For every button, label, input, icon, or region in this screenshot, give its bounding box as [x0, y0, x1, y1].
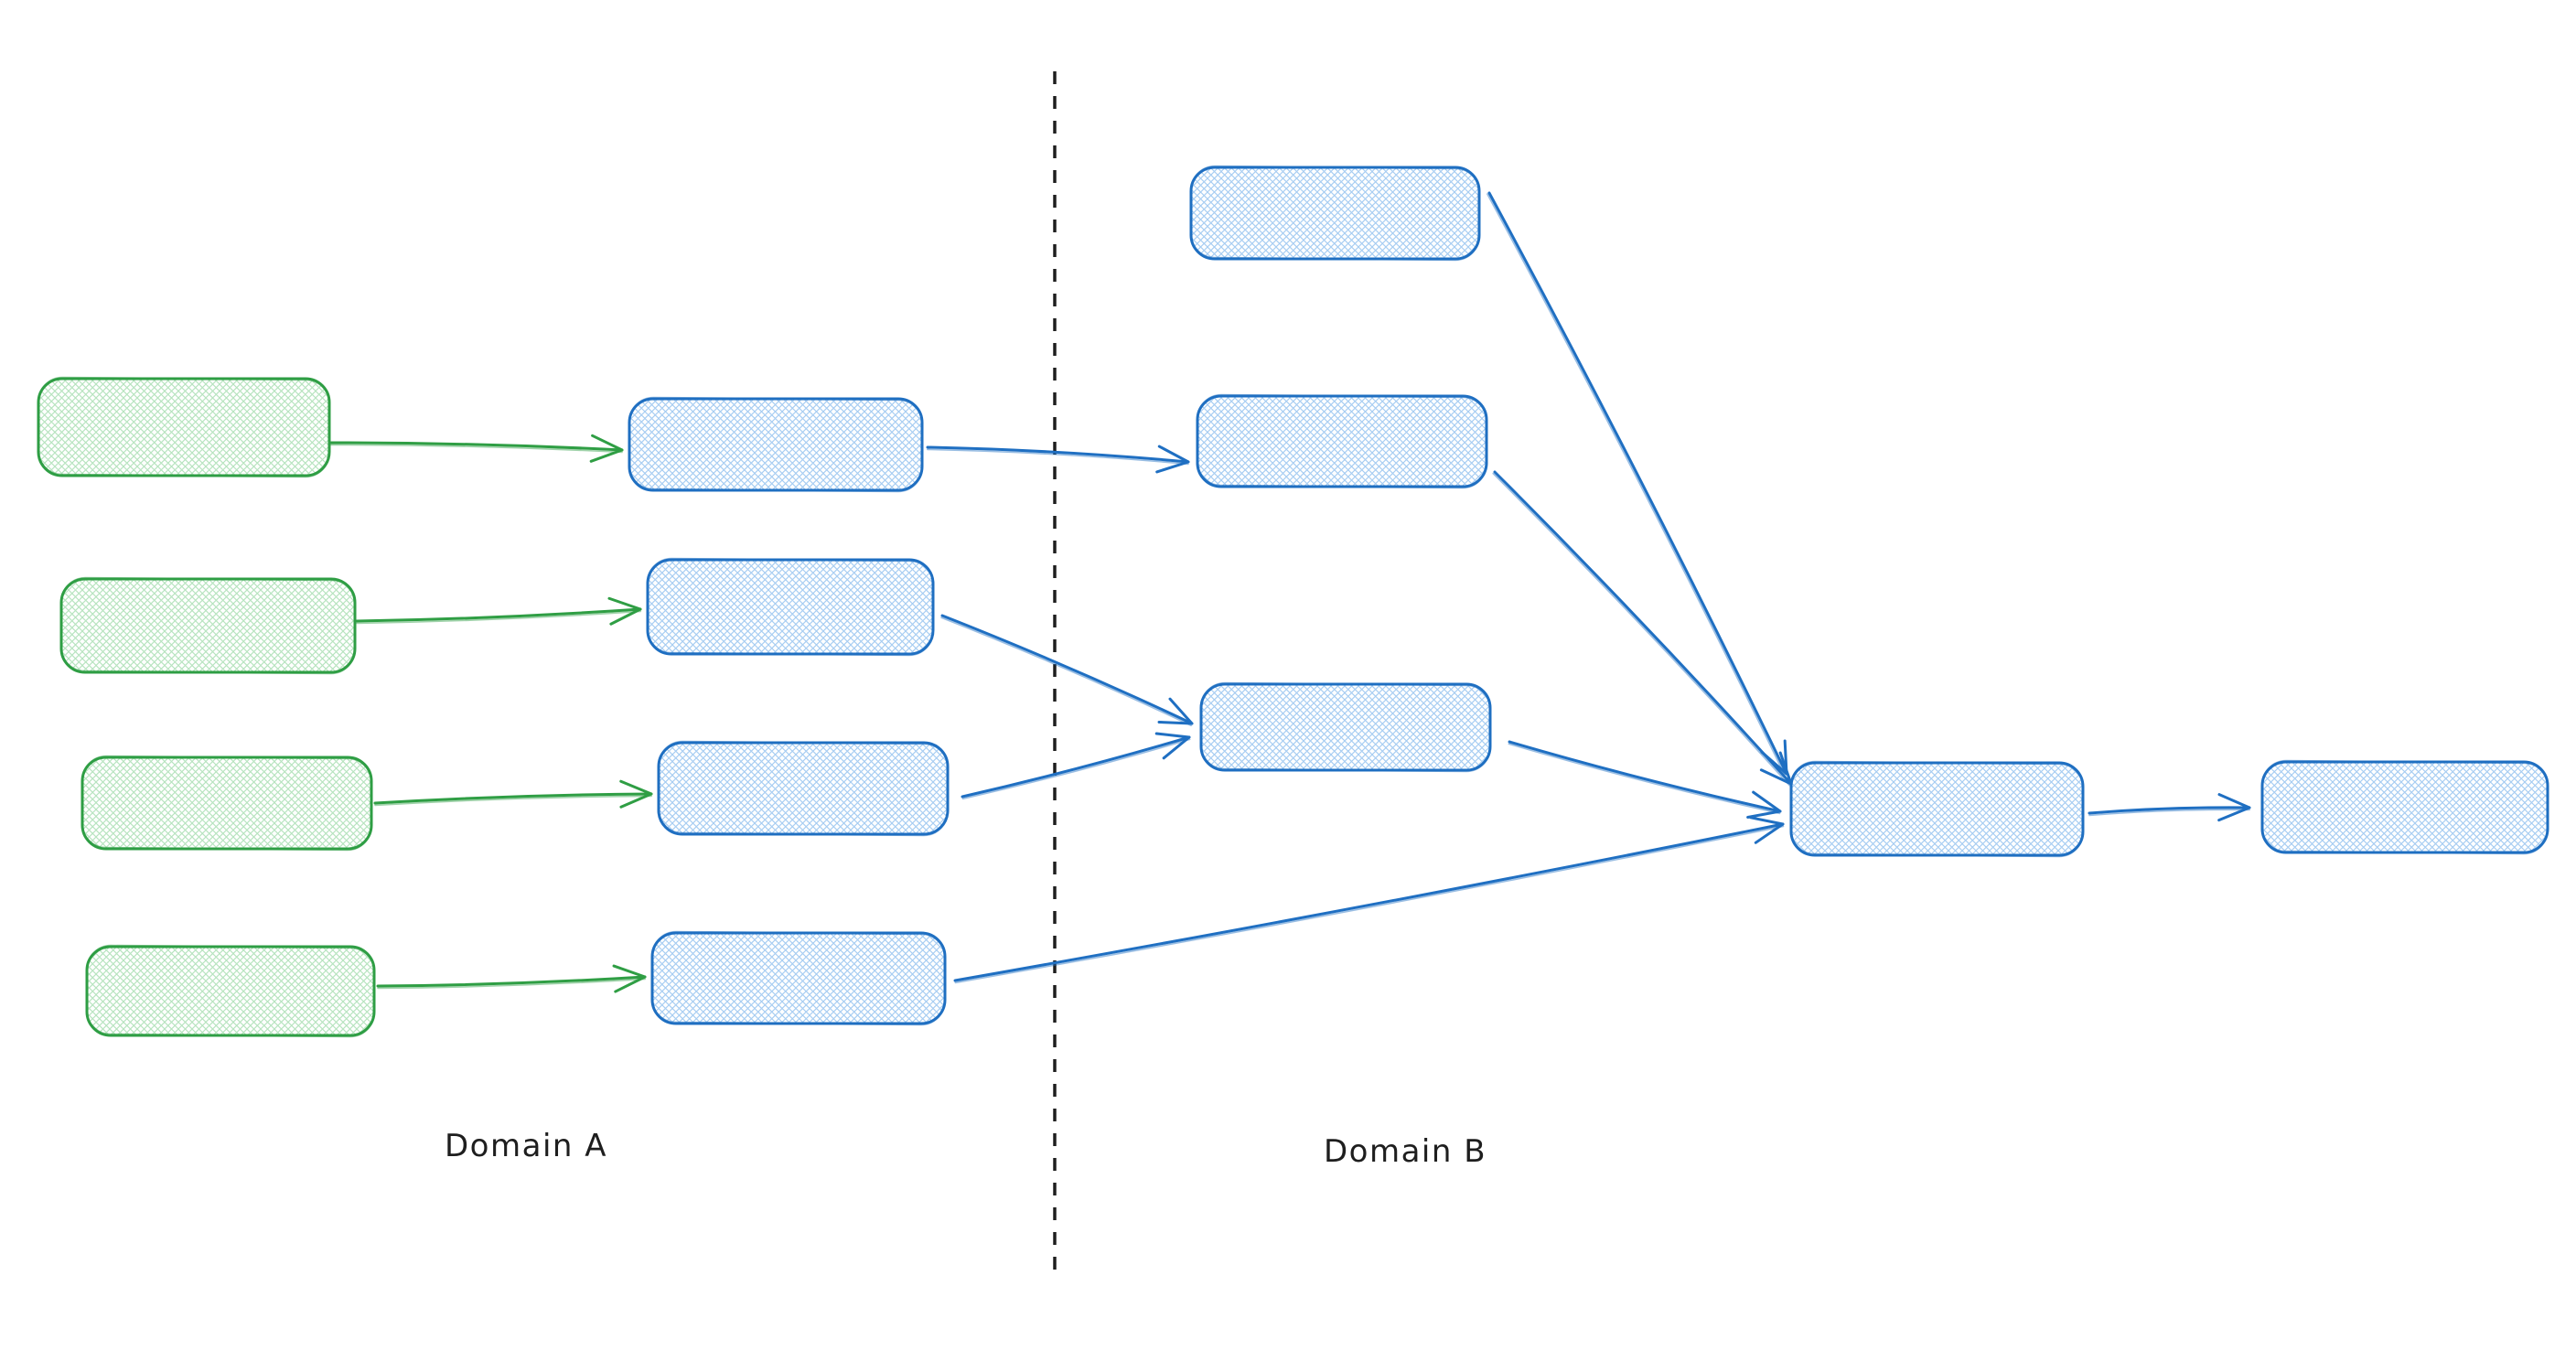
domain-a-source-4-node — [85, 944, 376, 1038]
edge-stage1-nodeB2-line — [926, 445, 1190, 464]
domain-a-source-1-node — [37, 376, 331, 478]
edge-source2-stage2-arrowhead — [607, 596, 642, 626]
edge-stage1-nodeB2-sketch-line — [927, 448, 1189, 466]
domain-a-source-4-node-shape — [85, 945, 376, 1037]
edge-stage3-nodeB3 — [961, 732, 1191, 800]
domain-a-stage-4-node-shape — [650, 931, 947, 1025]
edge-source1-stage1-arrowhead — [589, 434, 624, 463]
edge-stage2-nodeB3-sketch-line — [940, 616, 1192, 727]
edge-stage4-aggregator-arrowhead — [1749, 816, 1785, 844]
edge-stage4-aggregator-sketch-line — [954, 825, 1785, 984]
domain-b-node-1-node-sketch-stroke — [1189, 165, 1481, 262]
domain-b-aggregator-node-sketch-stroke — [1789, 760, 2085, 858]
domain-a-source-3-node-sketch-stroke — [80, 755, 373, 852]
edge-source3-stage3-arrowhead — [619, 779, 653, 809]
edge-source2-stage2 — [355, 596, 642, 626]
domain-a-source-4-node-sketch-stroke — [85, 944, 376, 1038]
domain-b-node-3-node-sketch-stroke — [1199, 681, 1492, 773]
domain-a-stage-1-node-sketch-stroke — [628, 396, 924, 493]
edge-nodeB1-aggregator-line — [1487, 191, 1788, 776]
edge-nodeB2-aggregator — [1492, 470, 1793, 787]
domain-b-node-3-node-shape — [1199, 682, 1492, 772]
domain-b-node-2-node — [1196, 393, 1488, 489]
edge-source4-stage4 — [376, 964, 647, 993]
domain-a-stage-2-node-sketch-stroke — [646, 557, 935, 657]
edge-stage1-nodeB2 — [926, 445, 1190, 474]
domain-a-source-3-node — [80, 755, 373, 852]
edge-source2-stage2-sketch-line — [356, 610, 641, 625]
edge-nodeB3-aggregator-line — [1508, 740, 1782, 813]
edge-source2-stage2-line — [355, 607, 642, 623]
edge-stage2-nodeB3 — [940, 614, 1194, 727]
edge-aggregator-output-arrowhead — [2217, 793, 2251, 822]
domain-b-node-2-node-shape — [1196, 394, 1488, 488]
domain-a-stage-3-node-sketch-stroke — [657, 740, 950, 837]
domain-b-output-node — [2260, 759, 2549, 855]
domain-b-node-2-node-sketch-stroke — [1196, 393, 1488, 489]
edge-stage3-nodeB3-line — [961, 735, 1191, 799]
edge-source4-stage4-line — [376, 975, 647, 988]
domain-a-source-1-node-sketch-stroke — [37, 376, 331, 478]
domain-a-stage-2-node-shape — [646, 558, 935, 656]
edge-stage1-nodeB2-arrowhead — [1155, 445, 1190, 474]
edge-aggregator-output — [2088, 793, 2251, 822]
domain-b-output-node-sketch-stroke — [2260, 759, 2549, 855]
domain-b-aggregator-node-shape — [1789, 761, 2085, 857]
edge-source3-stage3 — [373, 779, 653, 809]
edge-source4-stage4-sketch-line — [377, 978, 646, 990]
domain-b-output-node-shape — [2260, 760, 2549, 854]
edge-stage3-nodeB3-sketch-line — [961, 738, 1191, 800]
edge-nodeB2-aggregator-arrowhead — [1759, 751, 1793, 786]
domain-a-stage-4-node-sketch-stroke — [650, 930, 947, 1026]
edge-nodeB2-aggregator-sketch-line — [1492, 472, 1791, 787]
domain-a-stage-4-node — [650, 930, 947, 1026]
domain-b-node-1-node-shape — [1189, 166, 1481, 261]
domain-a-label: Domain A — [445, 1128, 607, 1164]
domain-a-stage-3-node — [657, 740, 950, 837]
edge-nodeB3-aggregator-arrowhead — [1746, 790, 1782, 819]
edge-stage3-nodeB3-arrowhead — [1154, 732, 1191, 760]
edge-source3-stage3-line — [373, 792, 653, 805]
domain-a-stage-1-node-shape — [628, 397, 924, 492]
edge-nodeB3-aggregator-sketch-line — [1508, 743, 1781, 815]
edge-nodeB1-aggregator-sketch-line — [1487, 193, 1786, 776]
edge-aggregator-output-line — [2088, 806, 2251, 815]
domain-a-stage-2-node — [646, 557, 935, 657]
domain-a-stage-3-node-shape — [657, 741, 950, 836]
edge-stage2-nodeB3-arrowhead — [1157, 697, 1194, 725]
edge-stage4-aggregator — [953, 816, 1785, 984]
domain-a-source-2-node — [59, 576, 357, 675]
domain-a-source-2-node-sketch-stroke — [59, 576, 357, 675]
edge-nodeB2-aggregator-line — [1493, 470, 1793, 786]
edge-nodeB1-aggregator — [1487, 191, 1788, 776]
edge-source3-stage3-sketch-line — [374, 795, 652, 807]
edge-source1-stage1 — [329, 434, 624, 463]
edge-stage2-nodeB3-line — [940, 614, 1194, 725]
edge-source1-stage1-line — [329, 441, 624, 452]
domain-a-source-3-node-shape — [80, 756, 373, 851]
domain-a-source-1-node-shape — [37, 377, 331, 477]
edge-nodeB3-aggregator — [1508, 740, 1782, 819]
edge-source4-stage4-arrowhead — [612, 964, 647, 993]
edge-aggregator-output-sketch-line — [2088, 809, 2250, 817]
domain-b-node-3-node — [1199, 681, 1492, 773]
domain-a-stage-1-node — [628, 396, 924, 493]
edge-source1-stage1-sketch-line — [330, 444, 623, 454]
domain-a-source-2-node-shape — [59, 577, 357, 674]
edge-stage4-aggregator-line — [953, 822, 1785, 982]
domain-b-node-1-node — [1189, 165, 1481, 262]
domain-b-aggregator-node — [1789, 760, 2085, 858]
domain-b-label: Domain B — [1323, 1133, 1487, 1170]
